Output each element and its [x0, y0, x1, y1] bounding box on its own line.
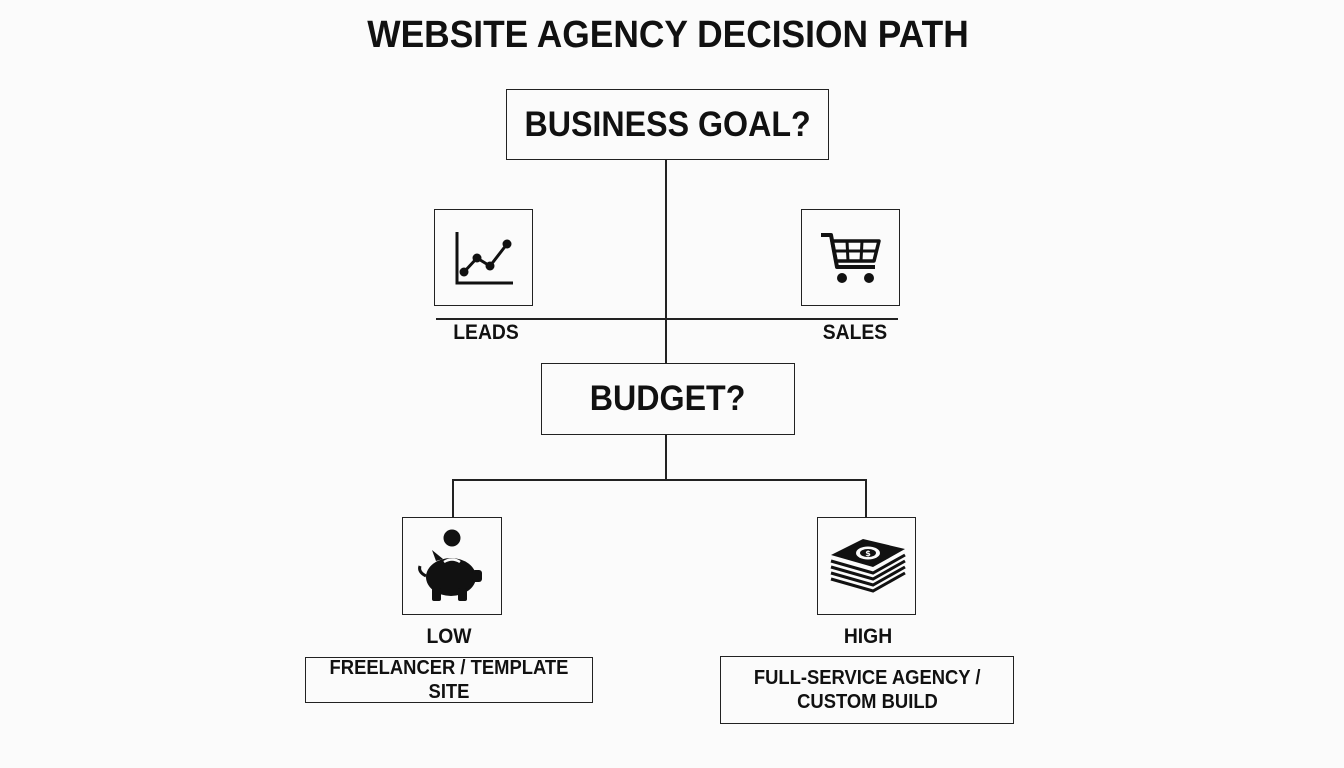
budget-branch-right-drop — [865, 479, 867, 518]
high-budget-result-box: FULL-SERVICE AGENCY / CUSTOM BUILD — [720, 656, 1014, 724]
budget-label-high: HIGH — [843, 625, 893, 648]
goal-branch-horizontal — [436, 318, 898, 320]
cash-stack-icon: $ — [830, 539, 906, 593]
low-budget-icon-box — [402, 517, 502, 615]
high-budget-result-line2: CUSTOM BUILD — [796, 691, 938, 713]
business-goal-question: BUSINESS GOAL? — [524, 104, 811, 144]
business-goal-box: BUSINESS GOAL? — [506, 89, 829, 160]
goal-label-leads: LEADS — [453, 321, 519, 344]
connector-goal-to-budget — [665, 159, 667, 364]
budget-branch-left-drop — [452, 479, 454, 518]
leads-icon-box — [434, 209, 533, 306]
shopping-cart-icon — [820, 232, 881, 283]
budget-branch-horizontal — [452, 479, 867, 481]
budget-box: BUDGET? — [541, 363, 795, 435]
budget-label-low: LOW — [426, 625, 472, 648]
piggy-bank-icon — [418, 529, 482, 601]
low-budget-result-box: FREELANCER / TEMPLATE SITE — [305, 657, 593, 703]
goal-label-sales: SALES — [822, 321, 888, 344]
low-budget-result: FREELANCER / TEMPLATE SITE — [329, 657, 569, 703]
high-budget-icon-box: $ — [817, 517, 916, 615]
connector-budget-to-options — [665, 434, 667, 480]
svg-text:$: $ — [865, 549, 871, 558]
high-budget-result-line1: FULL-SERVICE AGENCY / — [753, 667, 981, 689]
diagram-title: WEBSITE AGENCY DECISION PATH — [367, 14, 969, 56]
budget-question: BUDGET? — [590, 379, 746, 418]
line-chart-icon — [455, 231, 513, 284]
sales-icon-box — [801, 209, 900, 306]
